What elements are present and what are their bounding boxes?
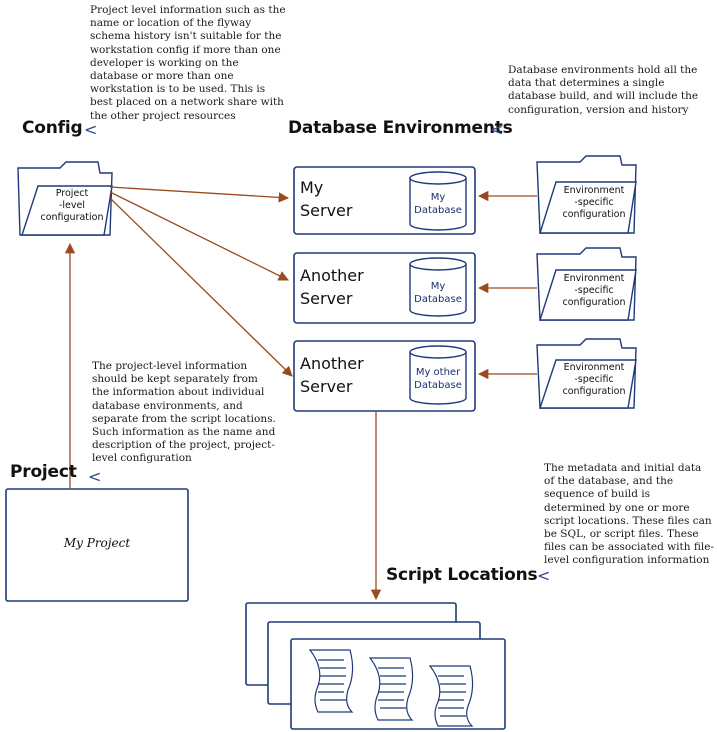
config-folder-line-3: configuration: [40, 212, 104, 223]
arrow-config-to-server-1: [109, 186, 290, 203]
env-folder-1-line-3: configuration: [562, 209, 626, 220]
database-1-line-2: Database: [414, 205, 462, 216]
database-2-label: My Database: [408, 280, 468, 306]
database-2-line-1: My: [430, 281, 446, 292]
server-1-line-2: Server: [300, 201, 353, 220]
database-1-label: My Database: [408, 191, 468, 217]
chevron-left-icon: <: [88, 467, 102, 486]
script-locations-heading: Script Locations: [386, 565, 538, 585]
arrow-config-to-server-2: [109, 191, 289, 281]
script-file-icon: [368, 657, 414, 721]
database-3-line-2: Database: [414, 380, 462, 391]
folder-icon: [536, 155, 637, 234]
env-folder-2-line-3: configuration: [562, 297, 626, 308]
server-2-line-2: Server: [300, 289, 353, 308]
project-note: The project-level information should be …: [92, 360, 276, 465]
database-3-line-1: My other: [415, 367, 461, 378]
env-folder-3-line-1: Environment: [563, 362, 625, 373]
folder-icon: [536, 247, 637, 321]
server-2-label: Another Server: [300, 264, 364, 310]
server-3-label: Another Server: [300, 352, 364, 398]
database-1-line-1: My: [430, 192, 446, 203]
server-3-line-2: Server: [300, 377, 353, 396]
chevron-left-icon: <: [537, 566, 551, 585]
config-folder-line-1: Project: [55, 188, 89, 199]
db-env-note: Database environments hold all the data …: [508, 64, 699, 116]
config-folder-icon: [17, 161, 113, 236]
project-box-label: My Project: [63, 536, 131, 550]
env-folder-1-label: Environment -specific configuration: [556, 185, 632, 221]
env-folder-3-line-2: -specific: [574, 374, 614, 385]
env-folder-2-line-1: Environment: [563, 273, 625, 284]
database-cylinder-icon: [409, 257, 467, 317]
config-folder-line-2: -level: [58, 200, 86, 211]
project-heading: Project: [10, 462, 77, 482]
env-folder-1-line-1: Environment: [563, 185, 625, 196]
env-folder-2-label: Environment -specific configuration: [556, 273, 632, 309]
script-file-icon: [308, 649, 354, 713]
server-3-line-1: Another: [300, 354, 364, 373]
server-2-line-1: Another: [300, 266, 364, 285]
project-box: [5, 488, 189, 602]
env-folder-3-line-3: configuration: [562, 386, 626, 397]
config-folder-label: Project -level configuration: [40, 188, 104, 224]
arrow-config-to-server-3: [109, 197, 293, 377]
env-folder-3-label: Environment -specific configuration: [556, 362, 632, 398]
config-heading: Config: [22, 118, 83, 138]
database-2-line-2: Database: [414, 294, 462, 305]
folder-icon: [536, 338, 637, 409]
script-note: The metadata and initial data of the dat…: [544, 462, 714, 567]
database-environments-heading: Database Environments: [288, 118, 513, 138]
server-1-line-1: My: [300, 178, 324, 197]
database-cylinder-icon: [409, 345, 467, 405]
server-1-label: My Server: [300, 176, 352, 222]
database-3-label: My other Database: [408, 366, 468, 392]
script-file-icon: [428, 665, 474, 727]
chevron-left-icon: <: [490, 120, 504, 139]
env-folder-2-line-2: -specific: [574, 285, 614, 296]
chevron-left-icon: <: [84, 120, 98, 139]
env-folder-1-line-2: -specific: [574, 197, 614, 208]
config-note: Project level information such as the na…: [90, 4, 286, 122]
database-cylinder-icon: [409, 171, 467, 231]
